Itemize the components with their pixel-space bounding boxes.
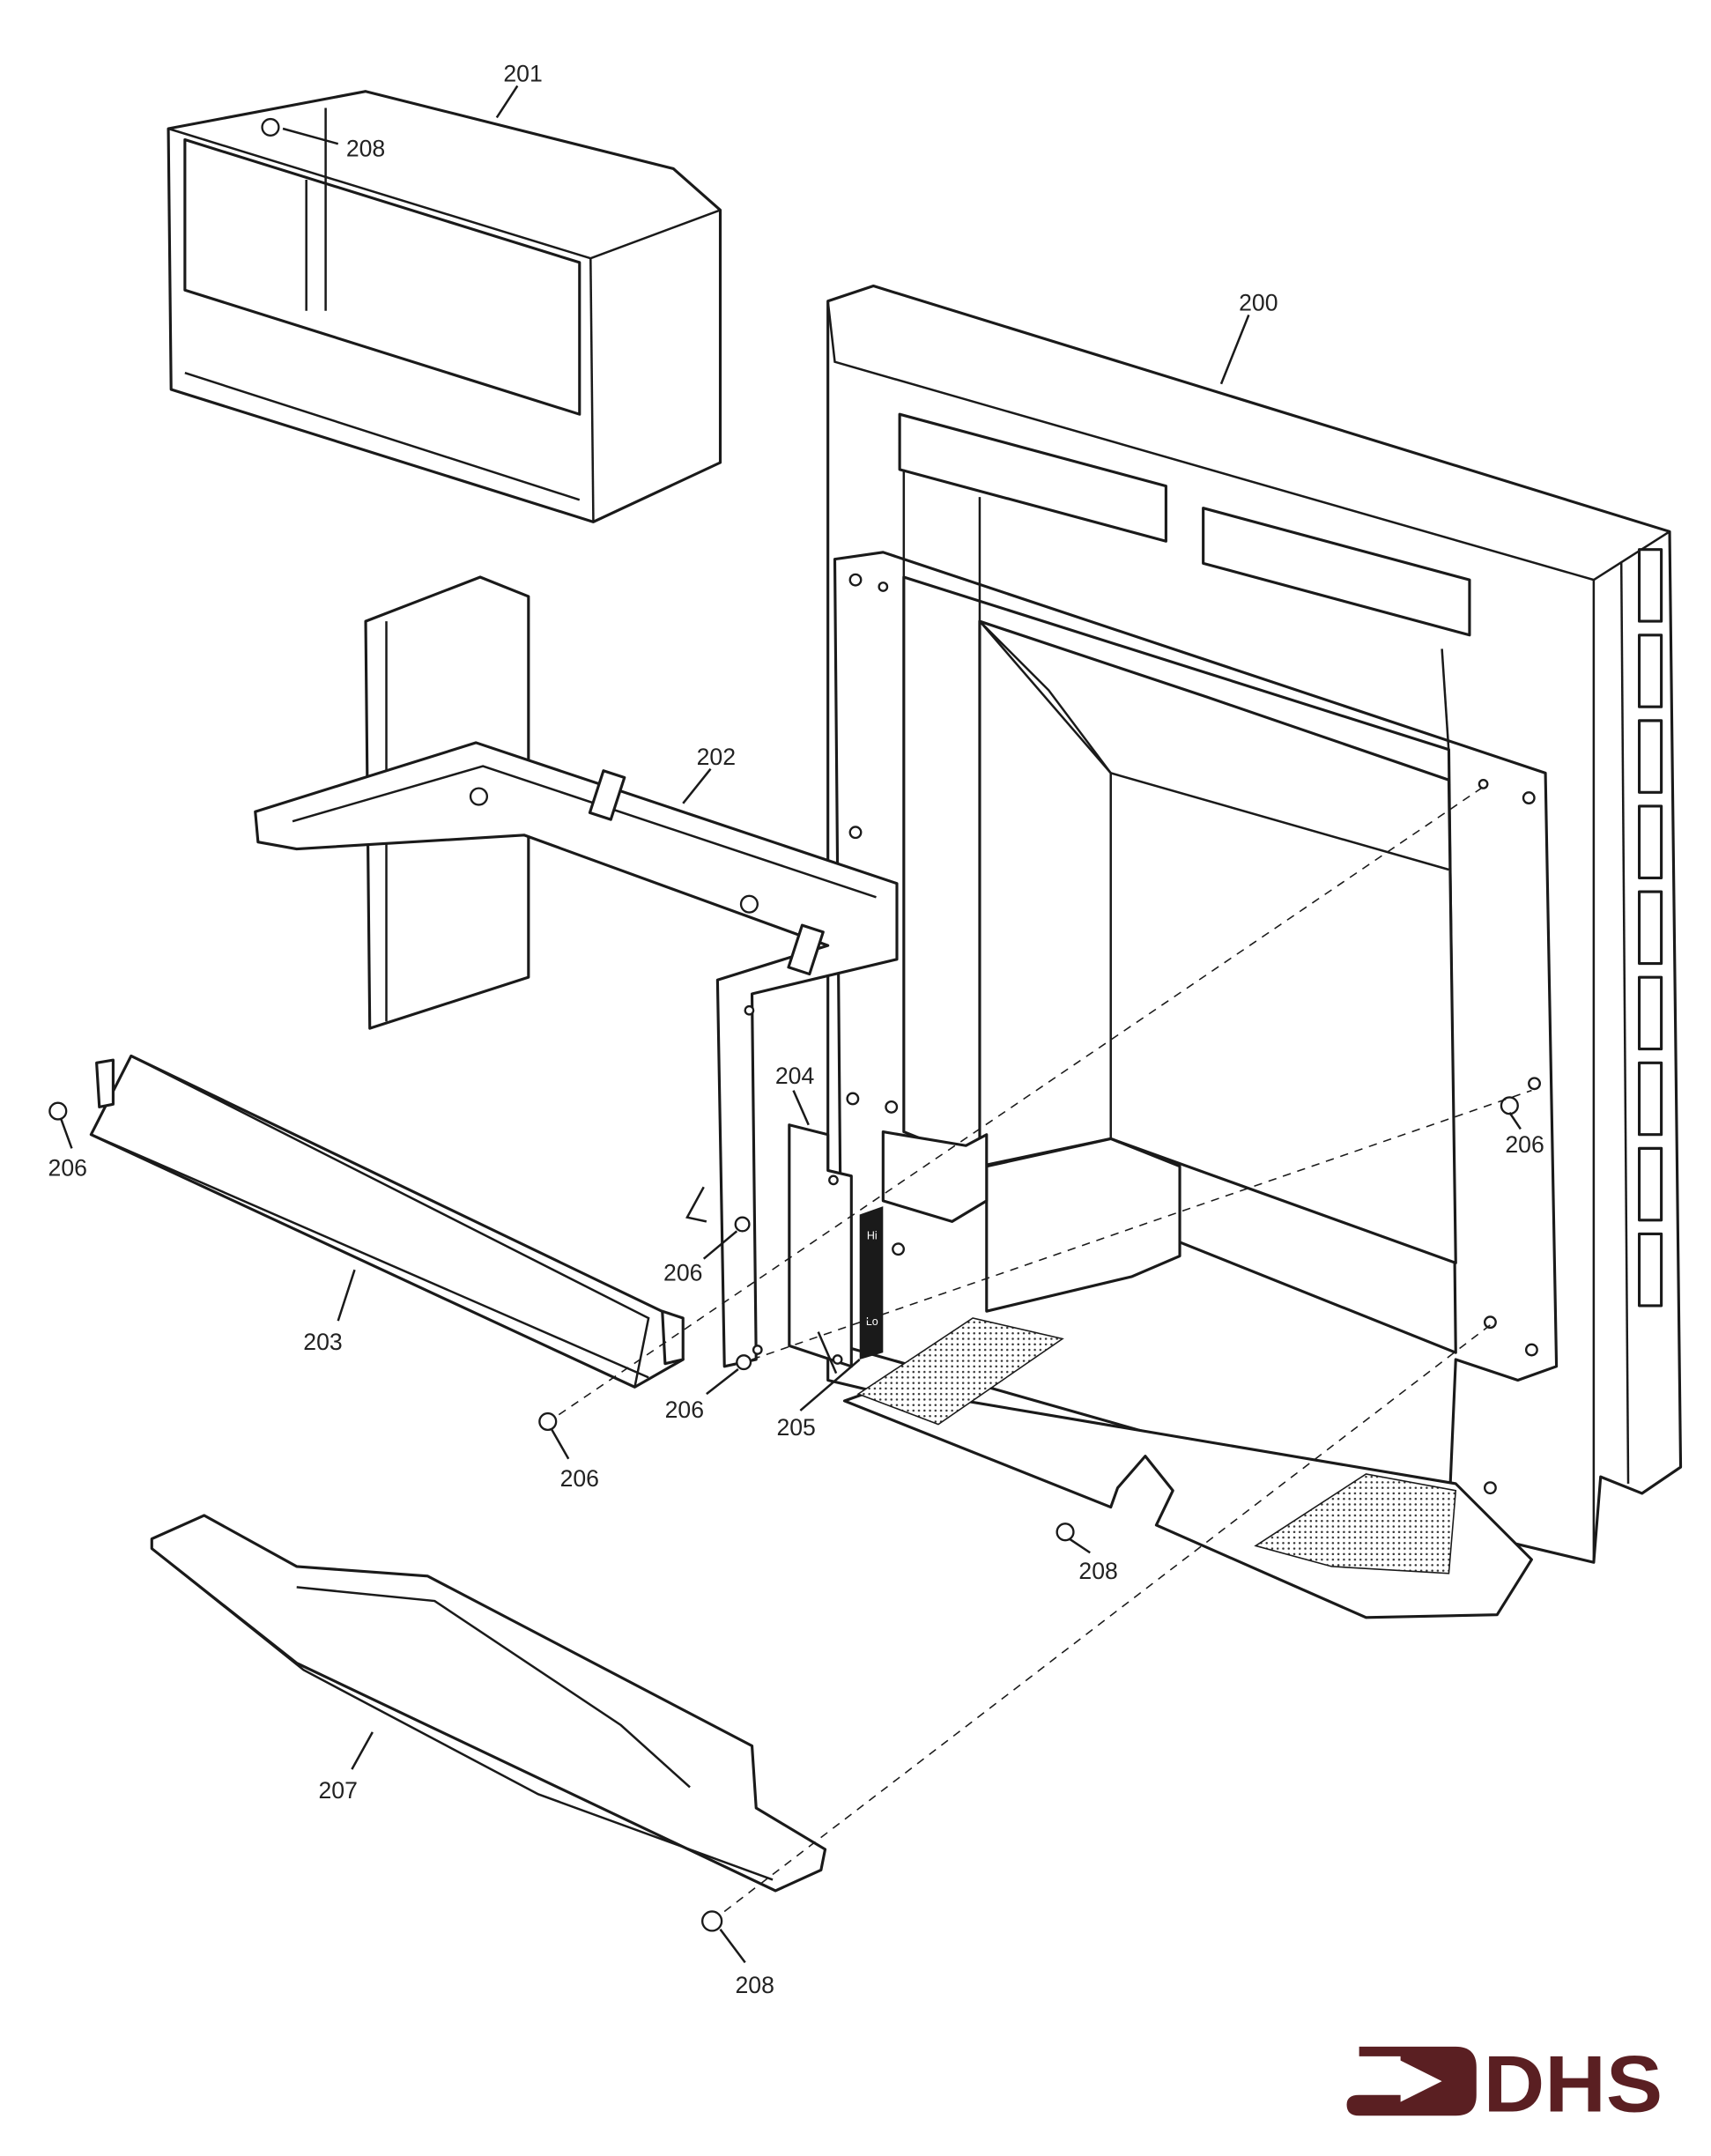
screw-icon — [538, 1411, 558, 1432]
label-200: 200 — [1239, 290, 1278, 316]
part-203-trim — [89, 1054, 685, 1389]
screw-icon — [700, 1910, 723, 1932]
screw-icon — [48, 1101, 68, 1121]
dhs-logo: DHS — [1346, 2041, 1663, 2130]
part-201-box — [167, 90, 722, 523]
label-201: 201 — [503, 61, 542, 87]
label-204: 204 — [775, 1063, 815, 1089]
screws — [48, 117, 1519, 1932]
screw-icon — [261, 117, 280, 137]
label-208: 208 — [346, 135, 385, 161]
label-208: 208 — [735, 1972, 774, 1998]
screw-icon — [1055, 1523, 1075, 1542]
lo-label: Lo — [866, 1315, 878, 1328]
label-206: 206 — [560, 1465, 599, 1492]
side-vents — [1637, 548, 1663, 1308]
label-203: 203 — [303, 1329, 342, 1355]
label-208: 208 — [1078, 1558, 1117, 1584]
label-206: 206 — [665, 1397, 704, 1423]
part-207-hearth-trim — [150, 1514, 827, 1893]
label-207: 207 — [318, 1777, 357, 1804]
part-200-frame — [826, 284, 1683, 1619]
part-202-bracket — [254, 575, 899, 1368]
label-206: 206 — [48, 1155, 87, 1182]
part-204-panel — [788, 1123, 853, 1368]
label-205: 205 — [776, 1414, 815, 1441]
screw-icon — [736, 1354, 752, 1371]
label-202: 202 — [697, 744, 736, 770]
label-206: 206 — [663, 1260, 702, 1286]
svg-text:DHS: DHS — [1484, 2041, 1663, 2130]
screw-icon — [734, 1216, 751, 1233]
label-206: 206 — [1505, 1131, 1544, 1158]
hi-label: Hi — [867, 1230, 878, 1242]
leader-lines — [59, 85, 1522, 1964]
